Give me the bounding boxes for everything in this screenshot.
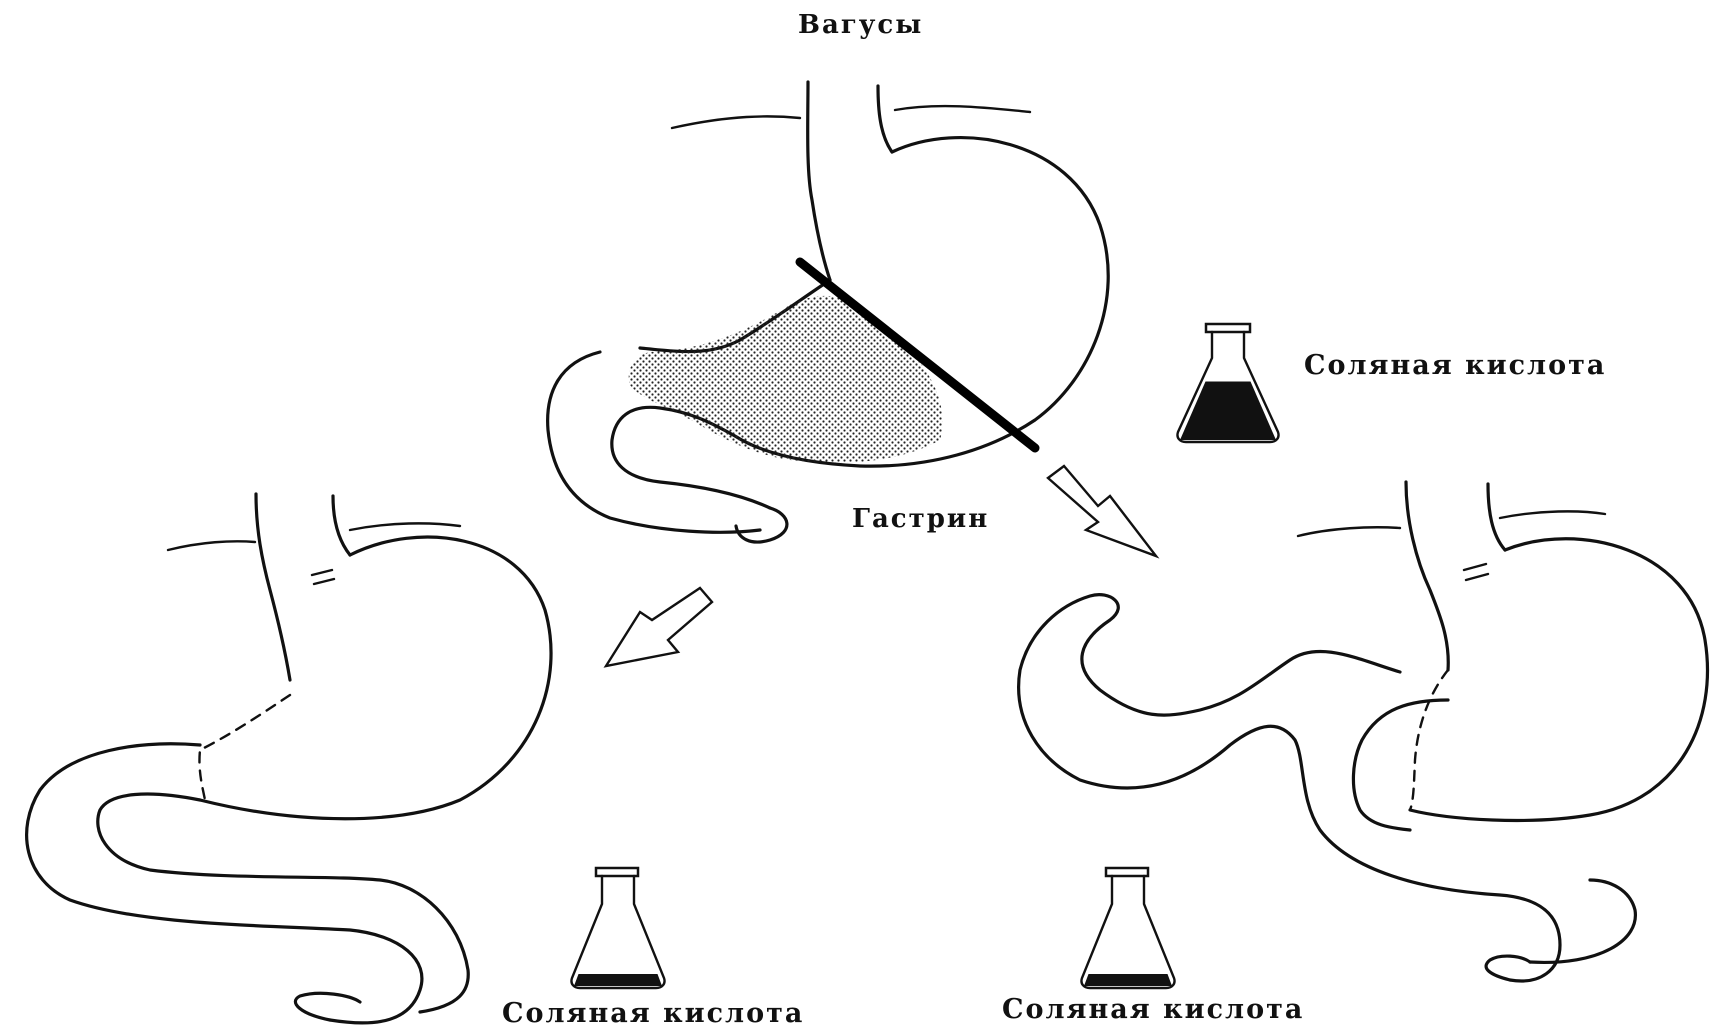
arrow-to-right: [1048, 466, 1156, 556]
vagus-nerve-right: [350, 523, 460, 530]
vagus-nerve-left: [168, 541, 255, 550]
vagus-nerve-left: [1298, 527, 1400, 536]
flask-top-acid-fill: [1180, 382, 1276, 441]
label-gastrin: Гастрин: [852, 504, 989, 534]
antrum-hatched-region: [629, 296, 943, 463]
label-acid-top: Соляная кислота: [1304, 350, 1606, 381]
label-vagus: Вагусы: [798, 10, 923, 40]
stomach-billroth-i: [1019, 482, 1708, 981]
vagus-nerve-right: [1500, 511, 1605, 518]
label-acid-left: Соляная кислота: [502, 998, 804, 1029]
arrow-to-left: [606, 588, 712, 666]
stomach-billroth-ii: [27, 494, 551, 1023]
vagus-nerve-left: [672, 116, 800, 128]
flask-top: [1177, 324, 1278, 442]
flask-right: [1081, 868, 1174, 988]
flask-left: [571, 868, 664, 988]
flask-left-acid-fill: [574, 974, 662, 986]
stomach-before-resection: [548, 82, 1109, 542]
label-acid-right: Соляная кислота: [1002, 994, 1304, 1025]
vagus-nerve-right: [895, 106, 1030, 112]
flask-right-acid-fill: [1084, 974, 1172, 986]
